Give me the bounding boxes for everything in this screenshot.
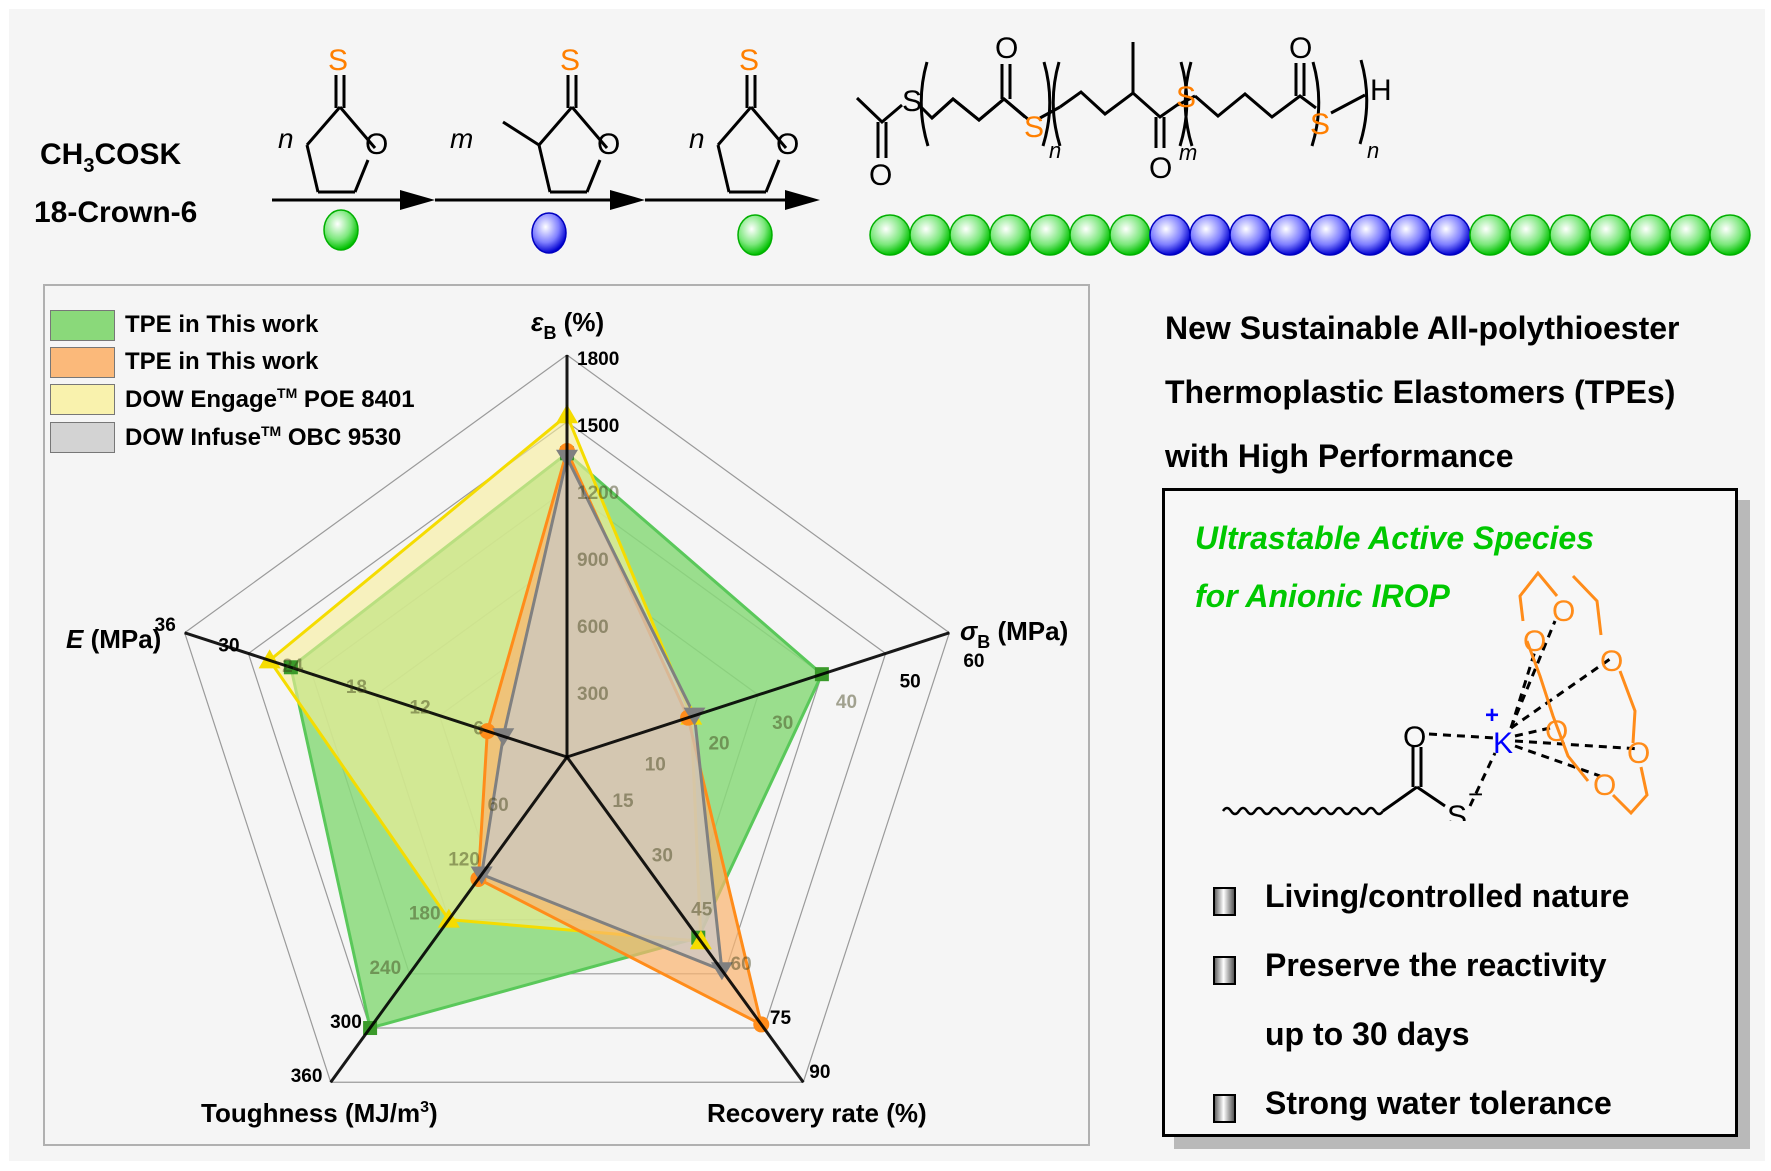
crown-oxygen: O [1627,737,1650,770]
repeat-index: n [278,123,294,154]
box-heading: Ultrastable Active Species for Anionic I… [1195,509,1594,625]
sulfur-atom: S [1024,111,1044,144]
crown-ether-label: 18-Crown-6 [34,196,197,229]
sulfur-atom: S [902,85,922,118]
feature-text: Living/controlled nature [1265,878,1630,914]
potassium-ion: K [1493,727,1513,760]
square-bullet-icon [1213,956,1236,985]
legend-swatch-orange [50,347,115,378]
polymer-bead-green [989,214,1031,256]
sulfur-atom: S [1176,81,1196,114]
polymer-structure: S O O S n O S m O S n H [855,32,1392,192]
legend-label: DOW InfuseTM OBC 9530 [125,423,402,451]
synthesis-scheme: CH3COSK 18-Crown-6 S O n S O m S O n [34,32,1751,256]
oxygen-atom: O [597,128,620,161]
legend-swatch-green [50,310,115,341]
polymer-bead-green [1069,214,1111,256]
oxygen-atom: O [869,159,892,192]
polymer-bead-green [1109,214,1151,256]
polymer-bead-green [1669,214,1711,256]
sulfur-atom: S [560,44,580,77]
features-box: Ultrastable Active Species for Anionic I… [1162,488,1738,1137]
polymer-bead-green [1709,214,1751,256]
polymer-bead-green [949,214,991,256]
repeat-index: n [689,123,705,154]
polymer-bead-green [1029,214,1071,256]
polymer-bead-green [1629,214,1671,256]
oxygen-atom: O [1149,152,1172,185]
arrow-head-2 [610,190,645,210]
legend-label: TPE in This work [125,348,319,375]
carbonyl-oxygen: O [1403,721,1426,754]
polymer-bead-green [909,214,951,256]
square-bullet-icon [1213,887,1236,916]
polymer-bead-green [1589,214,1631,256]
polymer-bead-blue [1149,214,1191,256]
plus-charge: + [1485,702,1499,729]
polymer-bead-blue [1349,214,1391,256]
oxygen-atom: O [776,128,799,161]
sulfur-atom: S [739,44,759,77]
polymer-bead-blue [1389,214,1431,256]
crown-oxygen: O [1523,625,1546,658]
monomer-bead-green [323,209,359,251]
block-subscript: n [1367,138,1379,163]
arrow-head-1 [400,190,435,210]
figure-headline: New Sustainable All-polythioester Thermo… [1165,296,1745,488]
box-heading-line: Ultrastable Active Species [1195,520,1594,556]
polymer-bead-blue [1429,214,1471,256]
feature-text: Strong water tolerance [1265,1085,1612,1121]
headline-line: Thermoplastic Elastomers (TPEs) [1165,374,1676,410]
sulfur-atom: S [328,44,348,77]
oxygen-atom: O [365,128,388,161]
legend-swatch-gray [50,422,115,453]
crown-oxygen: O [1545,715,1568,748]
polymer-bead-green [869,214,911,256]
initiator-label: CH3COSK [40,138,181,177]
reaction-arrows [272,190,820,210]
legend-label: DOW EngageTM POE 8401 [125,385,415,413]
legend-label: TPE in This work [125,311,319,338]
polymer-bead-chain [869,214,1751,256]
oxygen-atom: O [1289,32,1312,65]
polymer-bead-green [1469,214,1511,256]
monomer-bead-blue [531,212,567,254]
repeat-index: m [450,123,473,154]
block-subscript: m [1179,140,1197,165]
polymer-bead-green [1509,214,1551,256]
monomer-thiolactone-2: S O m [450,44,620,194]
sulfur-atom: S [1310,108,1330,141]
crown-oxygen: O [1552,595,1575,628]
polymer-bead-blue [1269,214,1311,256]
polymer-bead-blue [1309,214,1351,256]
crown-oxygen: O [1600,645,1623,678]
active-species-structure: O K + S − O O O O O O [1221,570,1650,821]
legend-swatch-yellow [50,384,115,415]
thiolate-sulfur: S [1447,800,1467,821]
monomer-bead-green [737,214,773,256]
hydrogen-atom: H [1370,74,1392,107]
monomer-thiolactone-3: S O n [689,44,799,194]
box-heading-line: for Anionic IROP [1195,578,1450,614]
arrow-head-3 [785,190,820,210]
headline-line: with High Performance [1165,438,1514,474]
polymer-bead-blue [1229,214,1271,256]
minus-charge: − [1468,779,1483,809]
polymer-bead-blue [1189,214,1231,256]
block-subscript: n [1049,138,1061,163]
crown-oxygen: O [1593,769,1616,802]
feature-text: up to 30 days [1265,1016,1470,1052]
oxygen-atom: O [995,32,1018,65]
headline-line: New Sustainable All-polythioester [1165,310,1680,346]
polymer-bead-green [1549,214,1591,256]
monomer-thiolactone-1: S O n [278,44,388,194]
feature-text: Preserve the reactivity [1265,947,1607,983]
square-bullet-icon [1213,1094,1236,1123]
